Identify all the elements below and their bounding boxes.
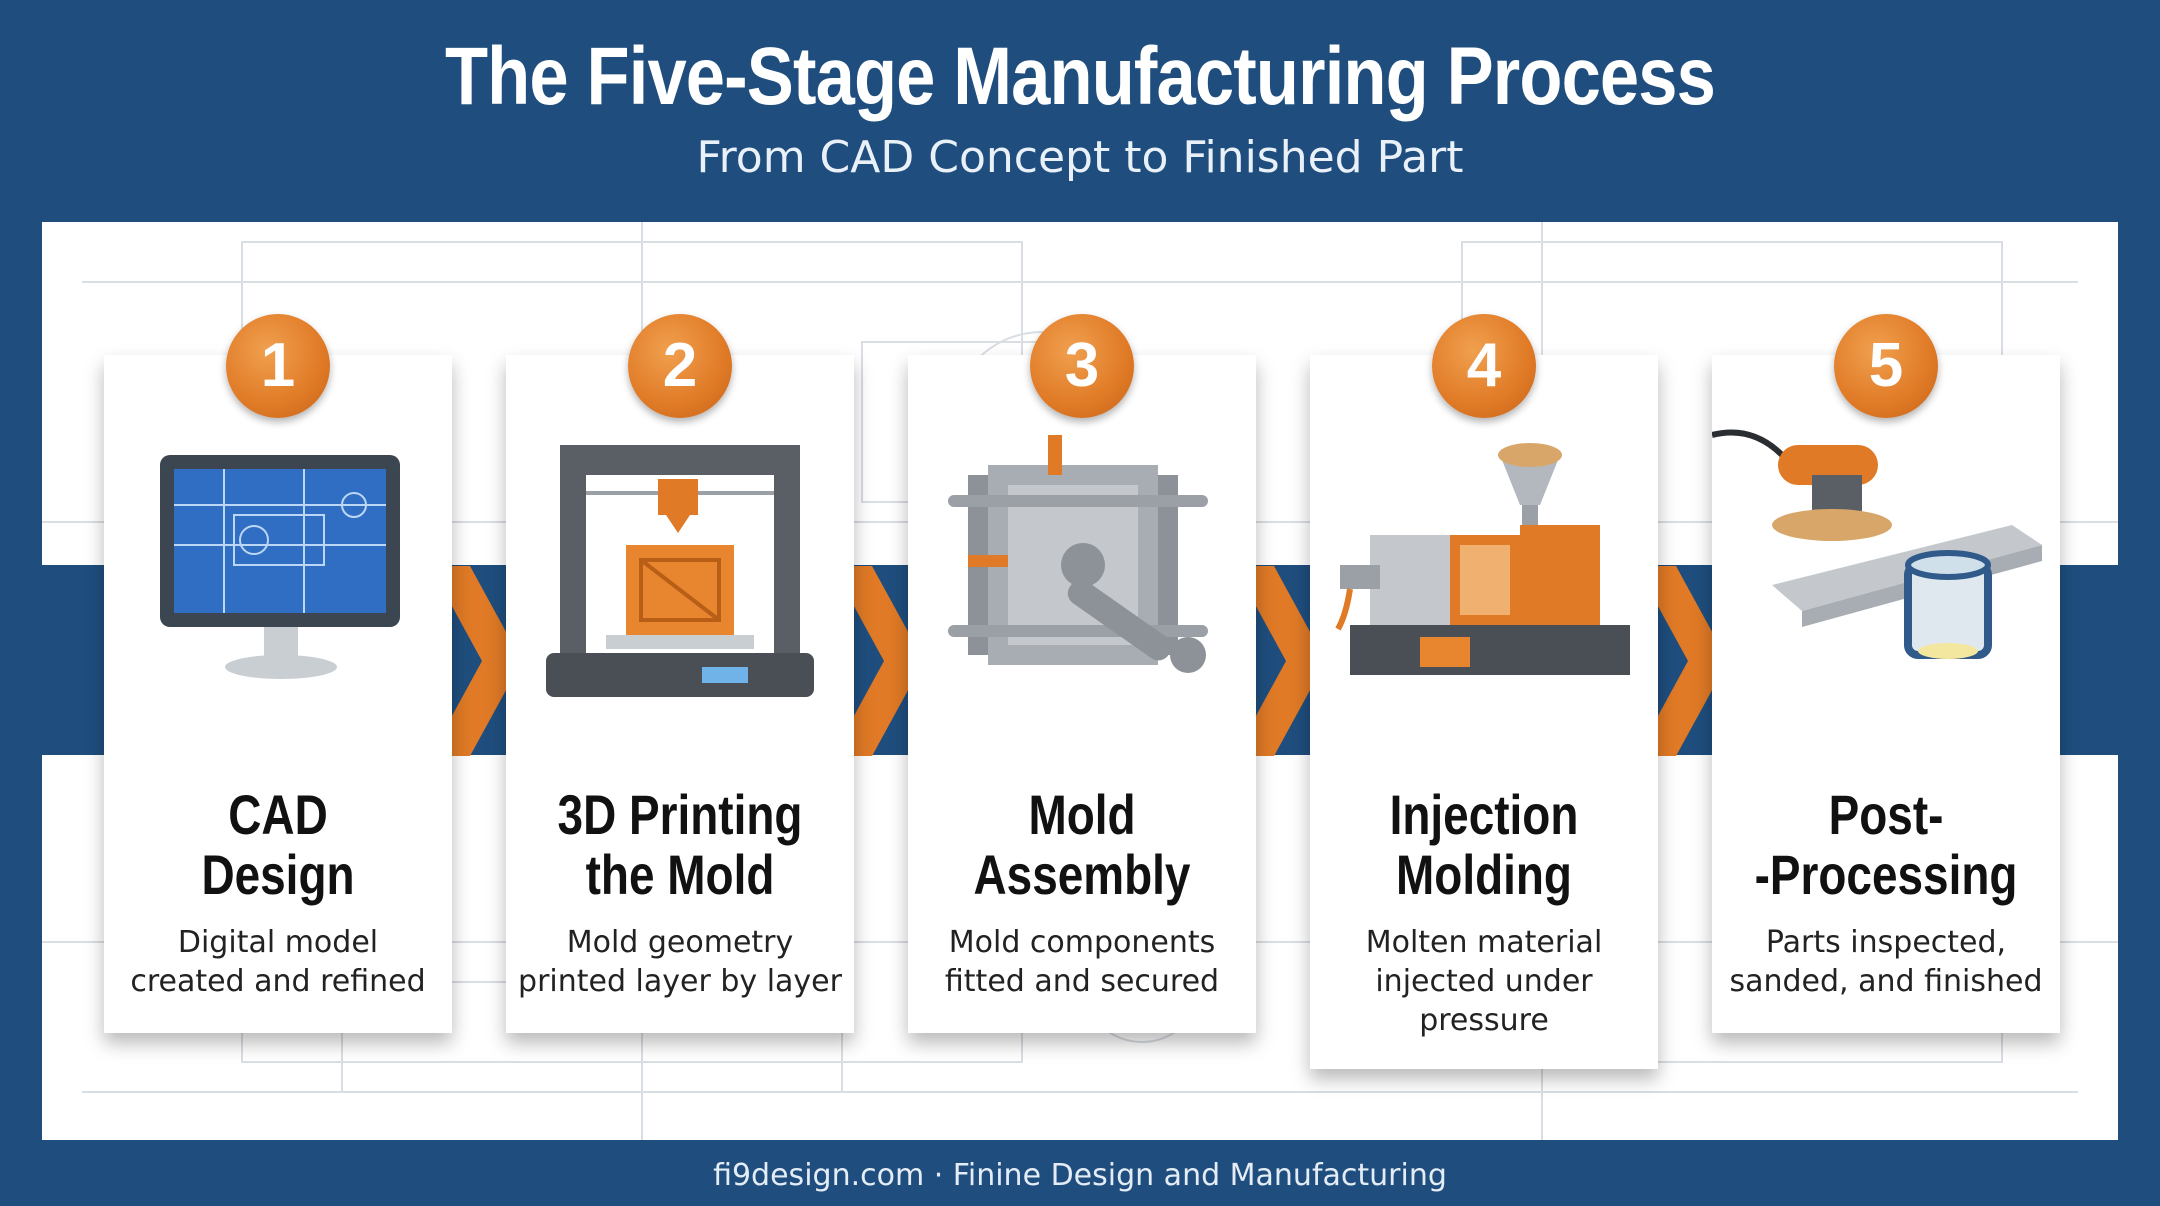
- page-subtitle: From CAD Concept to Finished Part: [696, 132, 1464, 183]
- mold-wrench-icon: [948, 435, 1208, 673]
- stage-description: Mold components fitted and secured: [944, 925, 1220, 999]
- arrow-chevron-3: [1234, 566, 1326, 756]
- stage-title: Injection Molding: [1389, 783, 1579, 906]
- stage-card-1: CAD Design Digital model created and ref…: [104, 355, 452, 1033]
- sander-icon: [1712, 429, 2042, 659]
- stage-title: Post- -Processing: [1754, 783, 2018, 906]
- cad-monitor-icon: [160, 455, 400, 679]
- stage-title: CAD Design: [201, 783, 355, 906]
- stage-number-badge-3: 3: [1030, 314, 1134, 418]
- arrow-chevron-4: [1636, 566, 1728, 756]
- stage-number-badge-2: 2: [628, 314, 732, 418]
- arrow-chevron-2: [832, 566, 924, 756]
- stage-title: 3D Printing the Mold: [557, 783, 803, 906]
- injection-machine-icon: [1335, 443, 1630, 675]
- stage-description: Parts inspected, sanded, and finished: [1729, 925, 2043, 999]
- arrow-chevron-1: [430, 566, 522, 756]
- stage-card-3: Mold Assembly Mold components fitted and…: [908, 355, 1256, 1033]
- stage-description: Mold geometry printed layer by layer: [518, 925, 842, 999]
- stage-description: Molten material injected under pressure: [1365, 925, 1603, 1038]
- page-title: The Five-Stage Manufacturing Process: [444, 31, 1716, 122]
- stage-number-badge-1: 1: [226, 314, 330, 418]
- stage-title: Mold Assembly: [973, 783, 1191, 906]
- stage-card-2: 3D Printing the Mold Mold geometry print…: [506, 355, 854, 1033]
- stage-description: Digital model created and refined: [130, 925, 426, 999]
- stage-card-4: Injection Molding Molten material inject…: [1310, 355, 1658, 1069]
- 3d-printer-icon: [546, 445, 814, 697]
- stage-number-badge-5: 5: [1834, 314, 1938, 418]
- stage-card-5: Post- -Processing Parts inspected, sande…: [1712, 355, 2060, 1033]
- footer-credit: fi9design.com · Finine Design and Manufa…: [713, 1158, 1447, 1193]
- stage-number-badge-4: 4: [1432, 314, 1536, 418]
